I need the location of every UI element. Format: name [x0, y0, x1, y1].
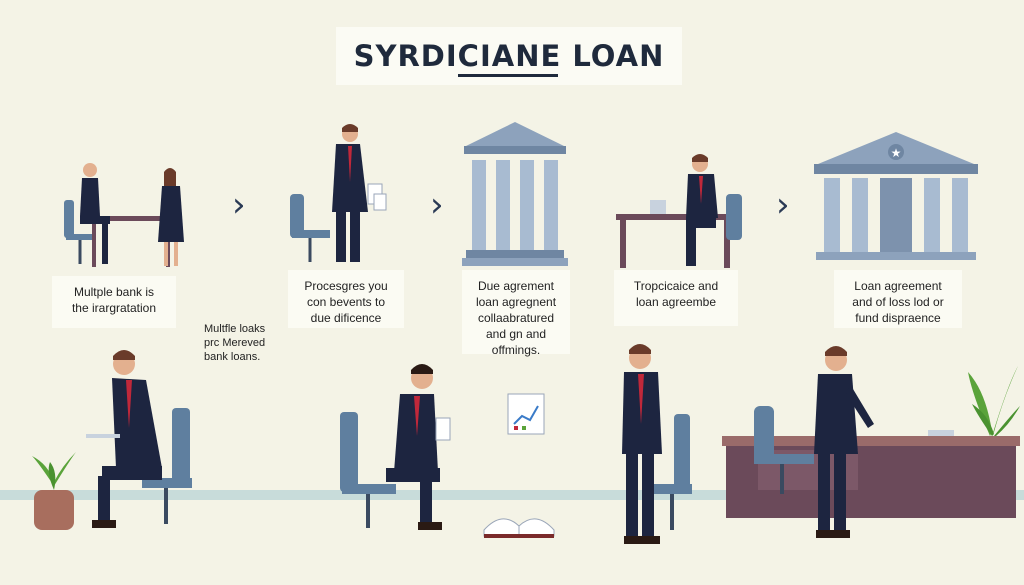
chevron-right-icon: › [430, 185, 444, 225]
step-1-label: Multple bank is the irargratation [52, 276, 176, 328]
chevron-right-icon: › [232, 185, 246, 225]
step-5-label: Loan agreement and of loss lod or fund d… [834, 270, 962, 328]
title-underline [458, 74, 558, 77]
office-desk-illustration [722, 346, 1020, 538]
review-documents-illustration [290, 124, 387, 262]
bank-building-icon [462, 122, 568, 266]
chevron-right-icon: › [776, 185, 790, 225]
meeting-scene-illustration [64, 163, 184, 267]
bank-building-icon: ★ [814, 132, 978, 260]
step-3-label: Due agrement loan agregnent collaabratur… [462, 270, 570, 357]
desk-work-illustration [616, 154, 742, 268]
potted-plant-icon [32, 452, 76, 530]
laptop-worker-illustration [86, 350, 192, 528]
page-title: SYRDICIANE LOAN [353, 39, 665, 73]
step-4-label: Tropcicaice and loan agreembe [614, 270, 738, 326]
svg-text:★: ★ [891, 146, 902, 160]
standing-man-illustration [622, 344, 692, 544]
open-book-icon [483, 518, 555, 538]
chart-document-icon [507, 393, 545, 435]
thinking-man-illustration [340, 364, 451, 530]
side-note: Multfle loaks prc Mereved bank loans. [204, 323, 266, 363]
step-2-label: Procesgres you con bevents to due difice… [288, 270, 404, 328]
floor-stripe [0, 490, 1024, 500]
